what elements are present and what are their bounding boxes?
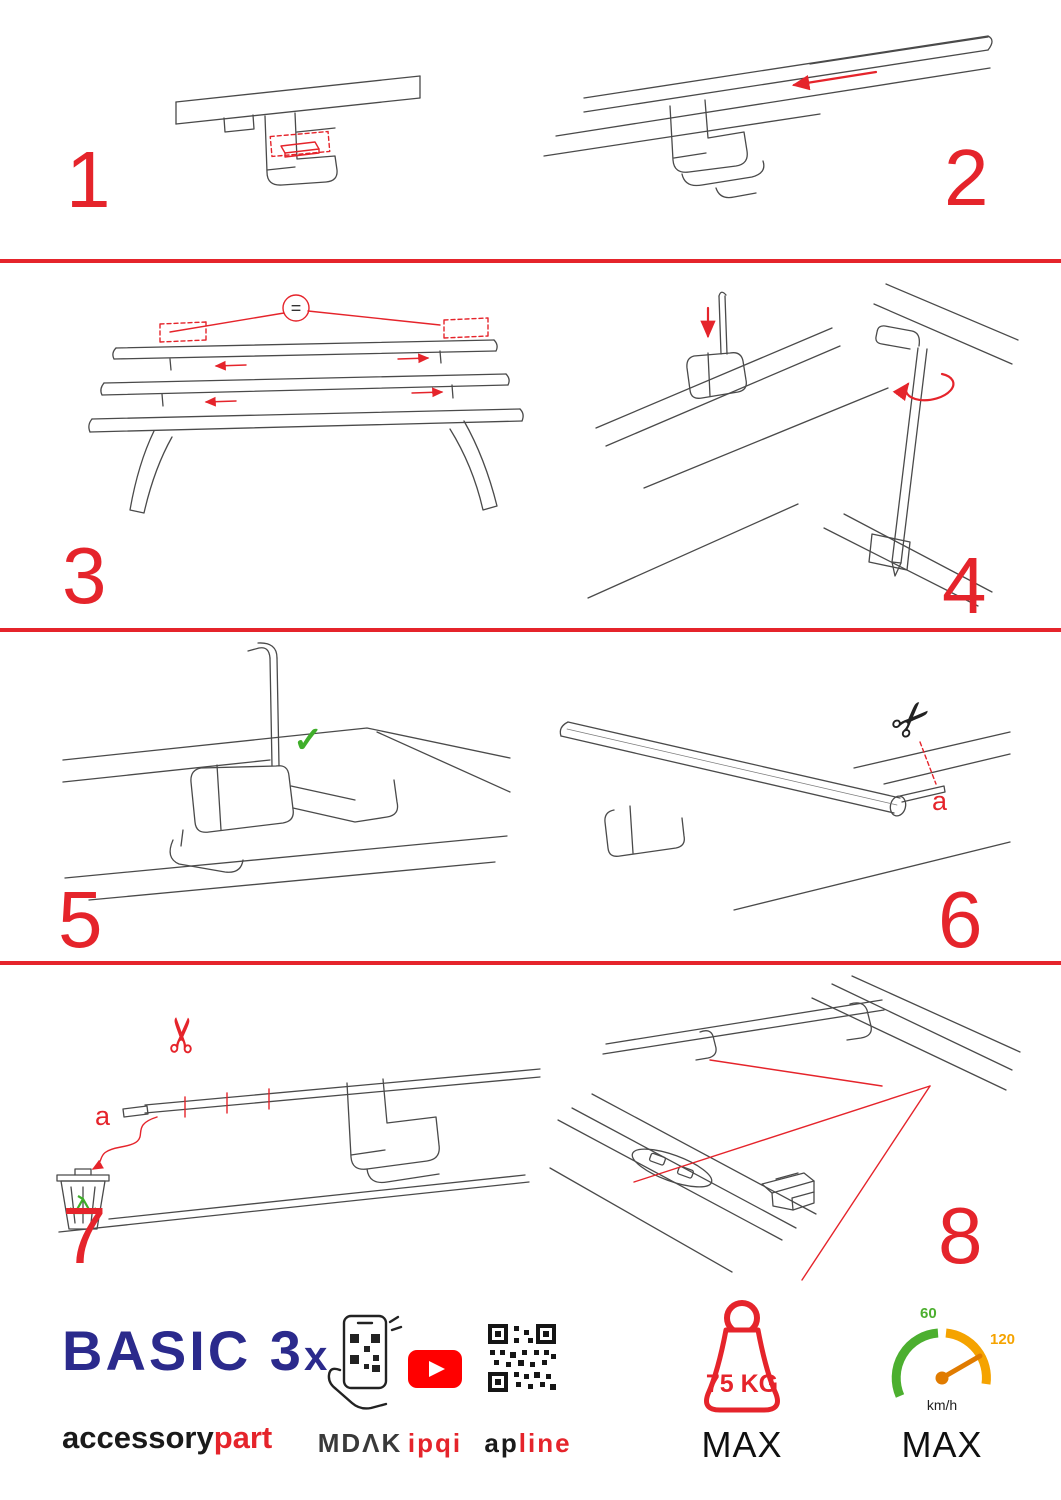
partner-mdak-label: MDΛK: [317, 1428, 403, 1458]
step-8-illustration: [549, 975, 1021, 1281]
equal-spacing-label: =: [291, 298, 302, 318]
step-4-number: 4: [942, 541, 987, 630]
step-5-number: 5: [58, 875, 103, 964]
product-name: BASIC 3: [62, 1319, 304, 1382]
step-6-illustration: ✂ a: [559, 687, 1011, 911]
max-load-icon: 75 KG: [704, 1300, 780, 1413]
scissors-icon-red: ✂: [156, 1014, 210, 1056]
partner-apline-red: line: [518, 1428, 572, 1458]
step-3-illustration: =: [88, 294, 524, 514]
detail-callout-lines: [633, 1059, 931, 1281]
partner-ipqi-label: ipqi: [407, 1428, 463, 1458]
cut-label-a: a: [932, 786, 948, 816]
section-divider-1: [0, 259, 1061, 263]
check-icon: ✓: [293, 719, 323, 760]
step-7-number: 7: [62, 1191, 107, 1280]
max-speed-icon: 60 120 km/h: [891, 1305, 1015, 1413]
step-7-illustration: ✂ a: [56, 1014, 541, 1233]
product-size-suffix: x: [303, 1332, 328, 1379]
step-3-number: 3: [62, 531, 107, 620]
section-divider-2: [0, 628, 1061, 632]
step-2-illustration: [543, 35, 993, 199]
equal-spacing-guides: [159, 294, 489, 407]
step-4-illustration: [587, 283, 1019, 607]
speed-scale-high: 120: [990, 1331, 1015, 1348]
max-load-value: 75 KG: [706, 1370, 778, 1398]
step-2-number: 2: [944, 133, 989, 222]
brand-name-black: accessory: [62, 1420, 214, 1455]
brand-wordmark: accessorypart: [62, 1420, 272, 1456]
qr-code-icon: [488, 1324, 556, 1392]
pad-insert-highlight: [269, 130, 331, 158]
cut-piece-label-a: a: [95, 1101, 111, 1131]
section-divider-3: [0, 961, 1061, 965]
tool-action-arrows: [700, 306, 955, 402]
product-logo: BASIC 3x: [62, 1318, 327, 1383]
trash-recycle-icon: [56, 1168, 110, 1230]
max-speed-label: MAX: [901, 1424, 983, 1465]
partner-apline-label: apline: [478, 1428, 578, 1459]
cut-line: [919, 741, 937, 785]
slide-direction-arrow: [791, 70, 878, 91]
partner-apline-black: ap: [484, 1428, 519, 1458]
gauge-needle: [939, 1353, 983, 1381]
brand-name-red: part: [213, 1420, 273, 1455]
step-8-number: 8: [938, 1191, 983, 1280]
step-6-number: 6: [938, 875, 983, 964]
step-5-illustration: ✓: [62, 642, 511, 901]
speed-scale-low: 60: [920, 1305, 937, 1322]
qr-phone-icon: [327, 1314, 403, 1410]
step-1-number: 1: [66, 135, 111, 224]
max-load-label: MAX: [701, 1424, 783, 1465]
cut-marks: [91, 1088, 270, 1170]
speed-unit: km/h: [927, 1397, 957, 1413]
step-1-illustration: [175, 75, 421, 186]
scissors-icon: ✂: [879, 687, 945, 753]
youtube-icon: [408, 1350, 462, 1388]
